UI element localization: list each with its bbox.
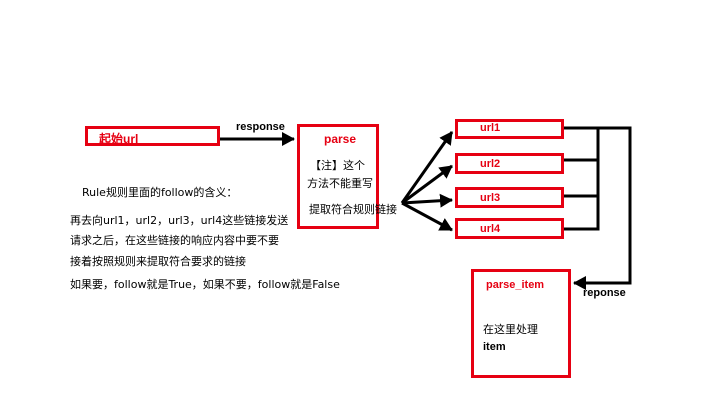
url2-box: url2 — [455, 153, 564, 174]
arrow-parse-to-url2 — [401, 164, 453, 205]
connector-url4 — [564, 192, 600, 231]
explanation-line4: 接着按照规则来提取符合要求的链接 — [70, 255, 246, 268]
arrow-parse-to-url3 — [401, 193, 453, 208]
explanation-line1: Rule规则里面的follow的含义： — [82, 186, 238, 199]
url1-box: url1 — [455, 119, 564, 139]
parse-note-line3: 提取符合规则链接 — [309, 203, 397, 216]
start-url-box: 起始url — [85, 126, 220, 146]
explanation-line3: 请求之后，在这些链接的响应内容中要不要 — [70, 234, 279, 247]
parse-item-box: parse_item 在这里处理 item — [471, 269, 571, 378]
response-label: response — [236, 121, 285, 133]
start-url-label: 起始url — [99, 132, 139, 146]
parse-label: parse — [324, 132, 357, 146]
url4-label: url4 — [480, 223, 501, 235]
explanation-line5: 如果要，follow就是True，如果不要，follow就是False — [70, 278, 340, 291]
url4-box: url4 — [455, 218, 564, 239]
url2-label: url2 — [480, 158, 501, 170]
parse-item-note-line2: item — [483, 341, 506, 353]
connector-url1 — [564, 126, 600, 160]
reponse-label: reponse — [583, 287, 626, 299]
url1-label: url1 — [480, 122, 501, 134]
parse-note-line2: 方法不能重写 — [307, 177, 373, 190]
parse-item-note-line1: 在这里处理 — [483, 323, 538, 336]
parse-box: parse 【注】这个 方法不能重写 提取符合规则链接 — [297, 124, 397, 229]
url3-label: url3 — [480, 192, 501, 204]
arrow-parse-to-url4 — [401, 201, 453, 232]
connector-merge — [564, 126, 632, 290]
connector-url2 — [564, 158, 600, 192]
parse-note-line1: 【注】这个 — [310, 159, 365, 172]
arrow-parse-to-url1 — [400, 131, 454, 204]
parse-item-label: parse_item — [486, 279, 545, 291]
url3-box: url3 — [455, 187, 564, 208]
explanation-line2: 再去向url1，url2，url3，url4这些链接发送 — [70, 214, 289, 227]
